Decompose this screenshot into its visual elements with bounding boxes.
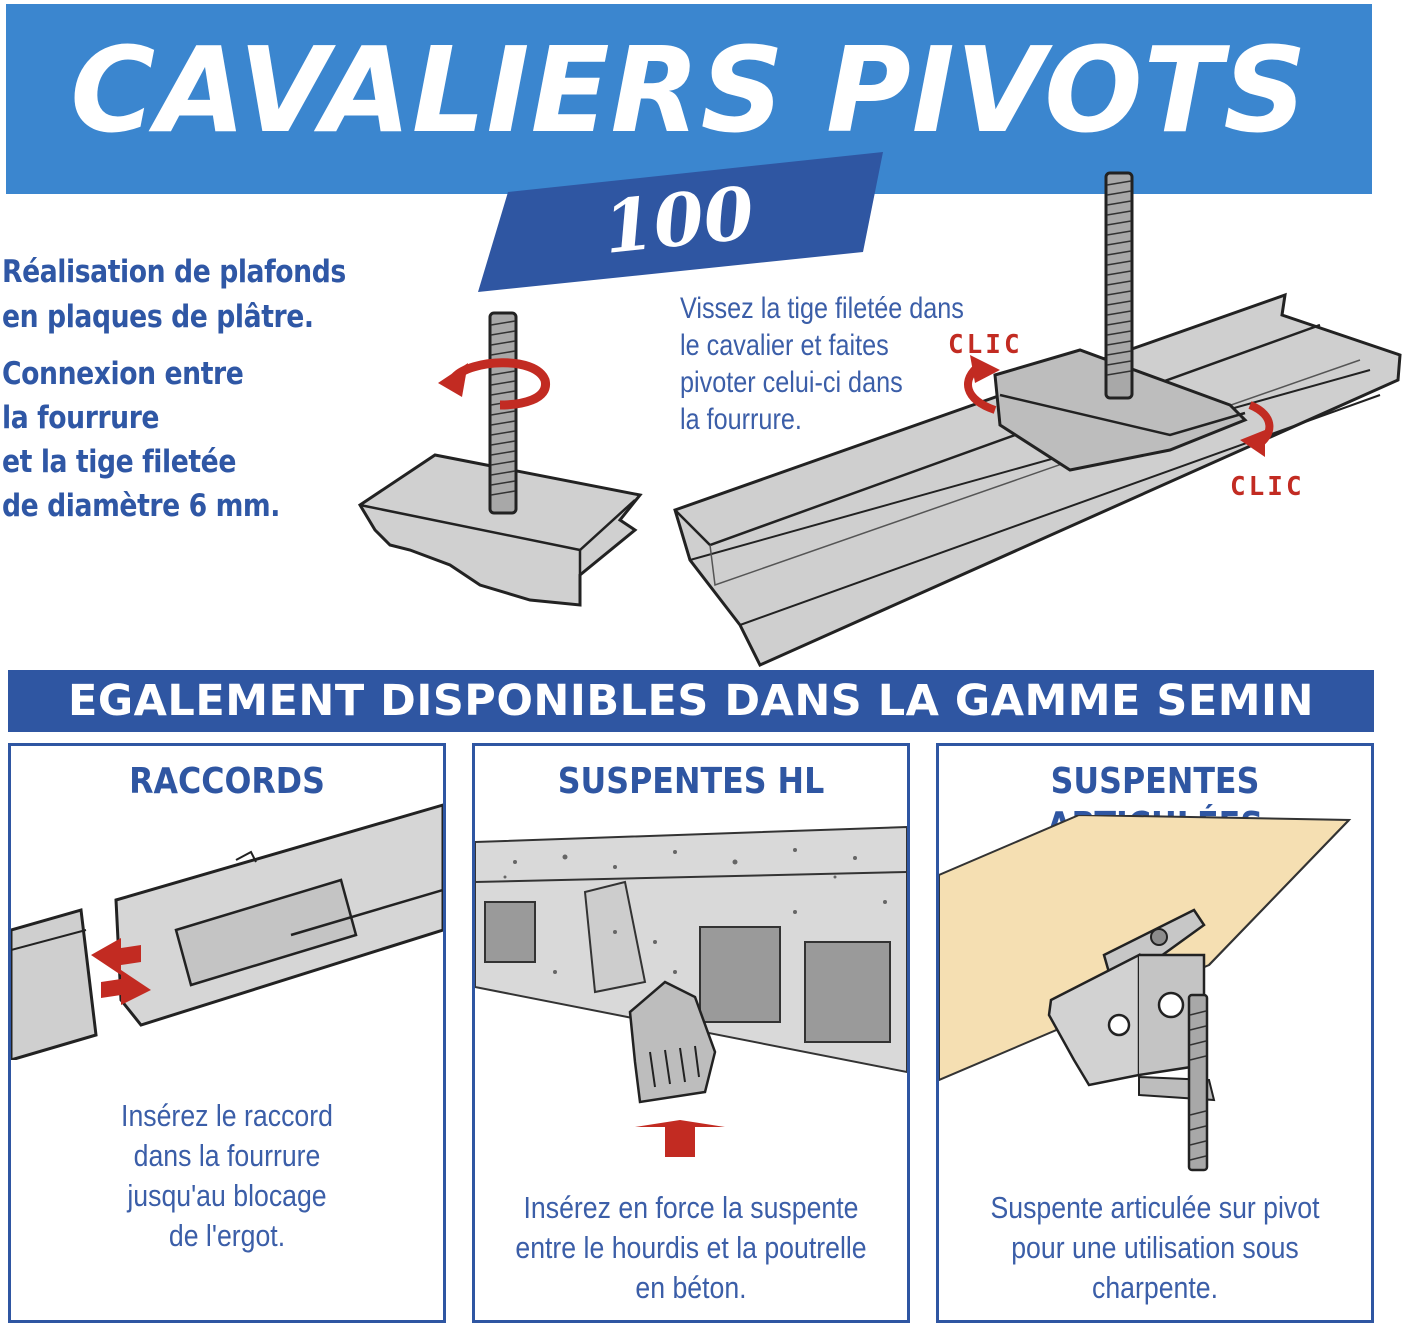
header-banner	[6, 4, 1372, 194]
instruction-line-2: le cavalier et faites	[680, 329, 889, 362]
section-band	[8, 670, 1374, 732]
panel-raccords-text-4: de l'ergot.	[168, 1218, 286, 1253]
panel-suspentes-hl-text-3: en béton.	[635, 1270, 747, 1305]
panel-suspentes-articulees-text-1: Suspente articulée sur pivot	[990, 1190, 1320, 1225]
panel-suspentes-articulees-text-3: charpente.	[1092, 1270, 1218, 1305]
raccords-illustration	[11, 803, 443, 1060]
intro-line-5: et la tige filetée	[2, 444, 236, 480]
clic-label-bottom: CLIC	[1230, 472, 1305, 502]
page-title: CAVALIERS PIVOTS	[70, 21, 1308, 159]
instruction-line-3: pivoter celui-ci dans	[680, 366, 903, 399]
suspentes-articulees-illustration	[939, 815, 1352, 1172]
panel-raccords-text-3: jusqu'au blocage	[127, 1178, 327, 1213]
panel-raccords-title: RACCORDS	[129, 761, 325, 802]
intro-line-6: de diamètre 6 mm.	[2, 488, 280, 524]
intro-line-1: Réalisation de plafonds	[2, 254, 346, 290]
suspentes-hl-illustration	[475, 825, 907, 1157]
panel-raccords-text-1: Insérez le raccord	[121, 1098, 333, 1133]
intro-line-3: Connexion entre	[2, 356, 244, 392]
rail-assembly-illustration	[673, 171, 1402, 667]
panel-raccords-text-2: dans la fourrure	[133, 1138, 321, 1173]
instruction-line-1: Vissez la tige filetée dans	[680, 292, 964, 325]
quantity-badge	[478, 152, 883, 292]
instruction-line-4: la fourrure.	[680, 403, 802, 436]
panel-suspentes-hl-title: SUSPENTES HL	[557, 761, 825, 802]
intro-line-2: en plaques de plâtre.	[2, 299, 314, 335]
clic-label-top: CLIC	[948, 330, 1023, 360]
cavalier-illustration	[357, 311, 643, 607]
panel-suspentes-articulees-text-2: pour une utilisation sous	[1011, 1230, 1299, 1265]
panel-suspentes-hl-text-2: entre le hourdis et la poutrelle	[515, 1230, 867, 1265]
intro-line-4: la fourrure	[2, 400, 160, 436]
panel-suspentes-hl-text-1: Insérez en force la suspente	[523, 1190, 859, 1225]
section-title: EGALEMENT DISPONIBLES DANS LA GAMME SEMI…	[67, 676, 1315, 726]
